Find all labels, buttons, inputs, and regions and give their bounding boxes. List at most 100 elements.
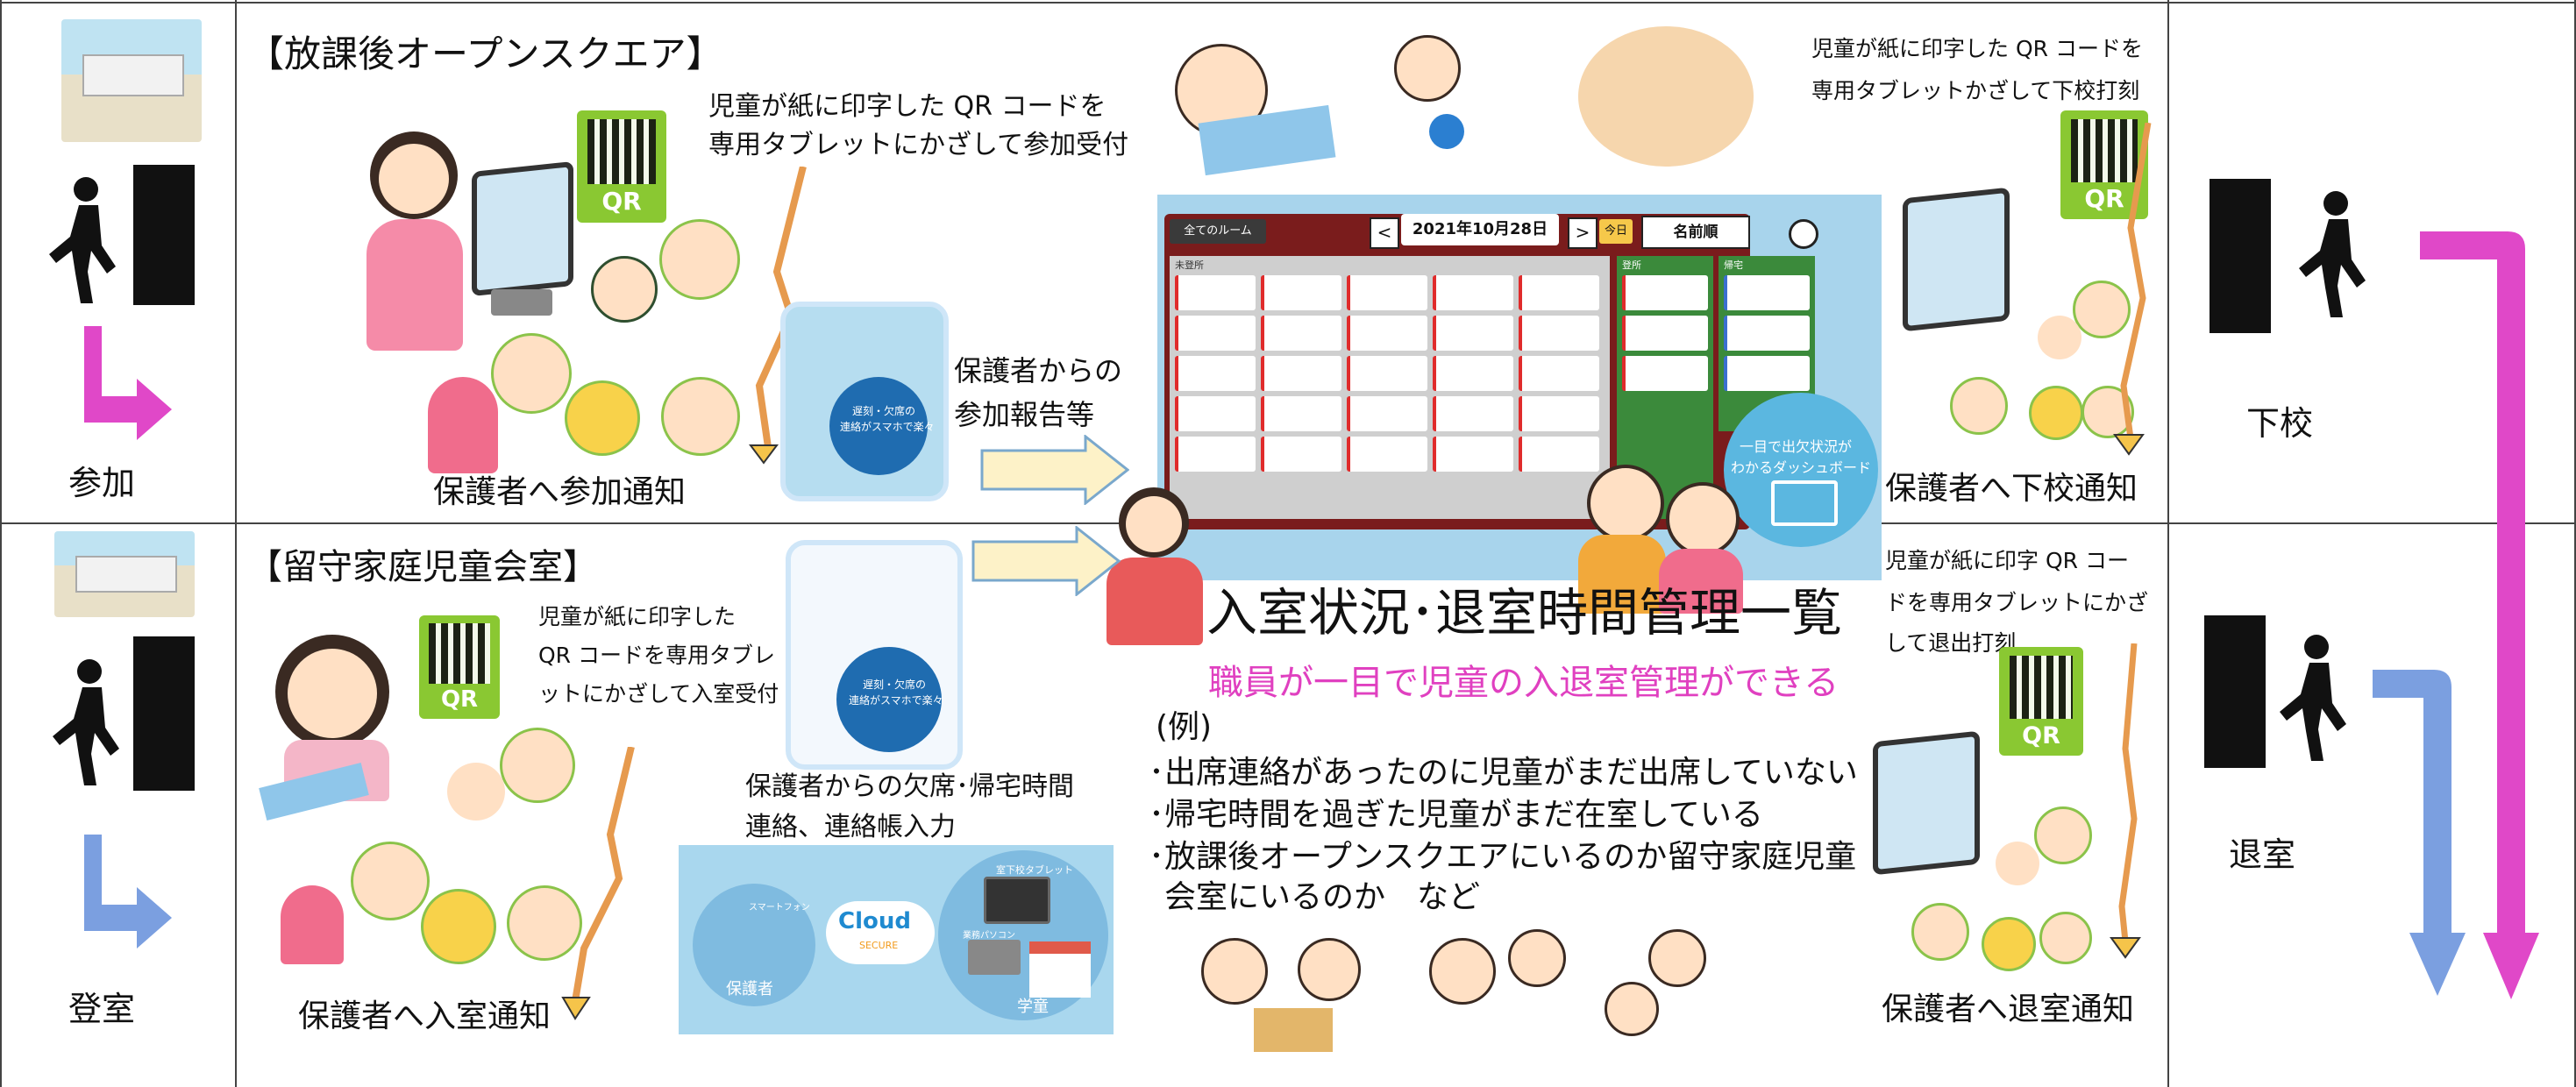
student-card[interactable] [1724, 275, 1810, 310]
student-card[interactable] [1175, 275, 1256, 310]
dashboard-badge: 一目で出欠状況が わかるダッシュボード [1724, 393, 1878, 547]
bottom-qr-instruction-line3: ットにかざして入室受付 [538, 681, 779, 707]
student-card[interactable] [1519, 316, 1599, 351]
example-bullet-3-cont: 会室にいるのか など [1164, 879, 1481, 915]
top-report-line1: 保護者からの [954, 354, 1123, 387]
school-building-top [61, 19, 202, 142]
school-label: 学童 [1017, 998, 1049, 1016]
door-icon-leave [2210, 179, 2271, 333]
student-card[interactable] [1175, 356, 1256, 391]
top-section-title: 【放課後オープンスクエア】 [247, 32, 723, 75]
student-card[interactable] [1261, 316, 1341, 351]
cloud-label: Cloud [838, 908, 911, 934]
tablet-label: 室下校タブレット [996, 864, 1073, 876]
walking-person-icon-leave [2299, 191, 2366, 317]
student-card[interactable] [1622, 356, 1708, 391]
door-icon-exit [2204, 615, 2266, 768]
guardian-circle [693, 884, 815, 1006]
girl-running-illustration [349, 131, 480, 359]
student-card[interactable] [1347, 437, 1427, 472]
report-arrow-bottom [971, 526, 1121, 596]
student-card[interactable] [1261, 275, 1341, 310]
parent-avatar-3 [661, 377, 740, 456]
student-card[interactable] [1433, 356, 1513, 391]
bottom-right-parent-notice: 保護者へ退室通知 [1882, 991, 2135, 1027]
sort-select[interactable]: 名前順 [1641, 216, 1750, 249]
signal-line-top-right [2113, 123, 2152, 456]
parent-avatar-1 [491, 333, 572, 414]
student-card[interactable] [1175, 396, 1256, 431]
student-card[interactable] [1519, 396, 1599, 431]
children-playing-illustration [1166, 26, 1771, 184]
top-qr-instruction-line2: 専用タブレットにかざして参加受付 [708, 130, 1129, 160]
student-card[interactable] [1433, 316, 1513, 351]
student-card[interactable] [1724, 356, 1810, 391]
bottom-qr-instruction-line2: QR コードを専用タブレ [538, 643, 775, 668]
enter-label: 登室 [68, 990, 136, 1028]
student-card[interactable] [1622, 316, 1708, 351]
bottom-report-line1: 保護者からの欠席･帰宅時間 [745, 771, 1074, 802]
badge-line2: わかるダッシュボード [1731, 459, 1872, 476]
student-card[interactable] [1175, 437, 1256, 472]
badge-line1: 一目で出欠状況が [1740, 438, 1853, 455]
example-label: (例) [1156, 709, 1213, 745]
girl-tablet-illustration [249, 635, 417, 821]
student-card[interactable] [1261, 356, 1341, 391]
student-card[interactable] [1347, 316, 1427, 351]
dashboard-date: 2021年10月28日 [1401, 214, 1559, 245]
student-card[interactable] [1433, 437, 1513, 472]
student-card[interactable] [1519, 437, 1599, 472]
top-right-avatars [1941, 281, 2134, 440]
student-card[interactable] [1622, 275, 1708, 310]
absent-column-header: 未登所 [1175, 259, 1204, 271]
children-games-illustration [1192, 929, 1754, 1078]
top-parent-notice: 保護者へ参加通知 [433, 474, 687, 510]
frame-left [0, 0, 2, 1087]
staff-illustration-right [1578, 465, 1745, 614]
frame-col-left [235, 0, 237, 1087]
today-button[interactable]: 今日 [1599, 219, 1633, 244]
join-arrow-icon [84, 326, 172, 440]
qr-card-bottom: QR [419, 615, 500, 719]
pc-label: 業務パソコン [963, 931, 1015, 941]
student-card[interactable] [1519, 275, 1599, 310]
mother-phone-illustration [428, 377, 498, 473]
kiosk-stand-top [491, 289, 552, 316]
tablet-device-icon [984, 877, 1050, 924]
qr-card-bottom-right: QR [1999, 647, 2083, 756]
student-card[interactable] [1433, 396, 1513, 431]
bottom-right-avatars [1894, 806, 2096, 973]
prev-date-button[interactable]: < [1370, 217, 1399, 249]
phone-caption-bottom-2: 連絡がスマホで楽々 [849, 694, 943, 707]
cloud-shape [826, 901, 935, 964]
top-right-parent-notice: 保護者へ下校通知 [1885, 471, 2138, 507]
child-avatar-1 [659, 219, 740, 300]
laptop-icon [968, 940, 1021, 975]
door-icon-top [133, 165, 195, 305]
top-qr-instruction-line1: 児童が紙に印字した QR コードを [708, 91, 1107, 122]
school-building-icon [1029, 941, 1091, 998]
student-card[interactable] [1347, 275, 1427, 310]
room-select-button[interactable]: 全てのルーム [1170, 219, 1266, 244]
bottom-right-instruction-line1: 児童が紙に印字 QR コー [1885, 548, 2129, 573]
student-card[interactable] [1261, 396, 1341, 431]
student-card[interactable] [1519, 356, 1599, 391]
top-report-line2: 参加報告等 [954, 398, 1095, 431]
bottom-qr-instruction-line1: 児童が紙に印字した [538, 604, 737, 629]
tablet-kiosk-top [472, 160, 573, 297]
staff-illustration-left [1101, 487, 1206, 654]
student-card[interactable] [1347, 356, 1427, 391]
clock-icon[interactable] [1789, 219, 1818, 249]
student-card[interactable] [1347, 396, 1427, 431]
cloud-sub-label: SECURE [859, 940, 899, 951]
signal-line-bottom [561, 747, 635, 1020]
guardian-label: 保護者 [726, 980, 773, 998]
student-card[interactable] [1175, 316, 1256, 351]
student-card[interactable] [1724, 316, 1810, 351]
present-column-header: 登所 [1622, 259, 1641, 271]
walking-person-icon-top [49, 177, 116, 303]
bottom-section-title: 【留守家庭児童会室】 [247, 547, 598, 587]
student-card[interactable] [1433, 275, 1513, 310]
next-date-button[interactable]: > [1568, 217, 1598, 249]
student-card[interactable] [1261, 437, 1341, 472]
